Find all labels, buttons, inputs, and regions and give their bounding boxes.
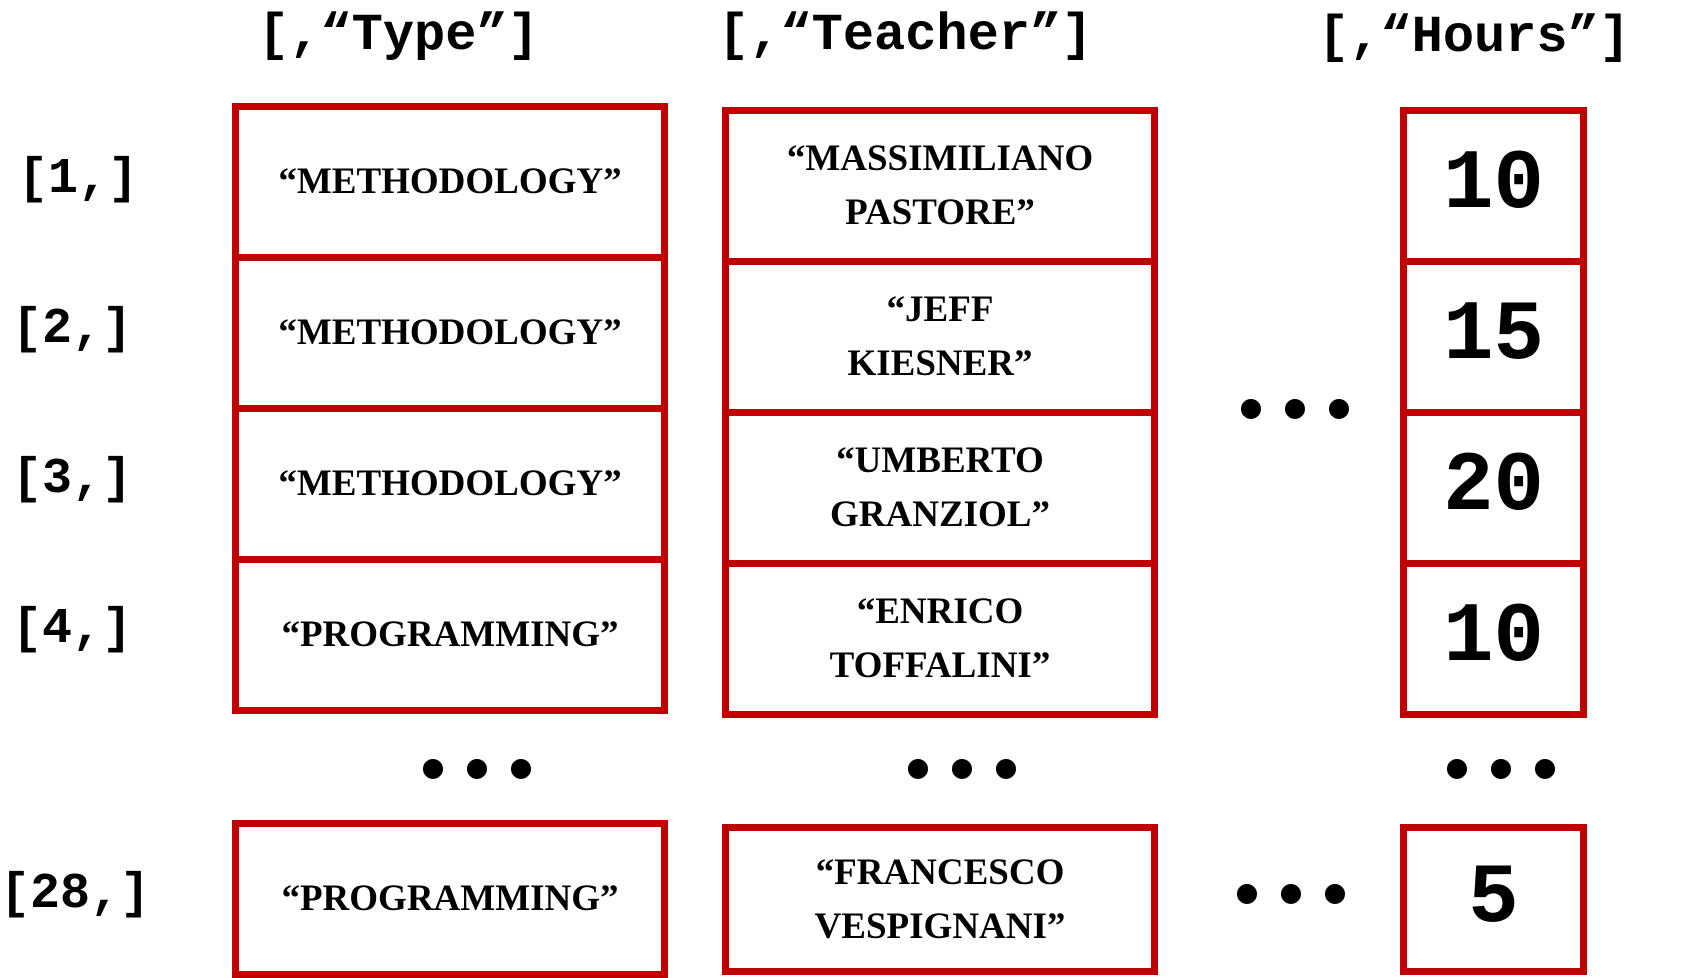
teacher-cell-1: “MASSIMILIANO PASTORE” — [722, 107, 1158, 265]
type-cell-text: “METHODOLOGY” — [278, 160, 622, 202]
column-header-type: [,“Type”] — [258, 6, 539, 65]
type-cell-text: “PROGRAMMING” — [281, 613, 619, 655]
teacher-cell-3: “UMBERTO GRANZIOL” — [722, 409, 1158, 567]
hours-cell-value: 10 — [1443, 591, 1544, 686]
type-cell-4: “PROGRAMMING” — [232, 556, 668, 714]
hours-cell-1: 10 — [1400, 107, 1587, 265]
hours-cell-3: 20 — [1400, 409, 1587, 567]
hours-cell-4: 10 — [1400, 560, 1587, 718]
type-cell-text: “PROGRAMMING” — [281, 877, 619, 919]
teacher-cell-text: “ENRICO TOFFALINI” — [829, 591, 1051, 686]
teacher-cell-text: “MASSIMILIANO PASTORE” — [786, 138, 1094, 233]
type-cell-text: “METHODOLOGY” — [278, 462, 622, 504]
row-label-2: [2,] — [12, 301, 133, 358]
ellipsis-middle-columns-last-row: ••• — [1226, 860, 1359, 939]
row-label-4: [4,] — [12, 601, 133, 658]
hours-cell-value: 5 — [1468, 851, 1519, 947]
ellipsis-teacher-column: ••• — [897, 735, 1030, 814]
column-header-teacher: [,“Teacher”] — [718, 6, 1093, 65]
teacher-cell-text: “FRANCESCO VESPIGNANI” — [814, 851, 1066, 947]
teacher-cell-28: “FRANCESCO VESPIGNANI” — [722, 824, 1158, 975]
hours-cell-value: 15 — [1443, 289, 1544, 384]
type-cell-3: “METHODOLOGY” — [232, 405, 668, 563]
row-label-3: [3,] — [12, 451, 133, 508]
type-cell-text: “METHODOLOGY” — [278, 311, 622, 353]
row-label-1: [1,] — [18, 151, 139, 208]
teacher-cell-2: “JEFF KIESNER” — [722, 258, 1158, 416]
ellipsis-middle-columns: ••• — [1230, 375, 1363, 454]
teacher-cell-text: “UMBERTO GRANZIOL” — [830, 440, 1050, 535]
column-header-hours: [,“Hours”] — [1318, 8, 1631, 67]
type-cell-2: “METHODOLOGY” — [232, 254, 668, 412]
ellipsis-hours-column: ••• — [1436, 735, 1569, 814]
hours-cell-value: 20 — [1443, 440, 1544, 535]
row-label-28: [28,] — [0, 866, 151, 923]
teacher-cell-text: “JEFF KIESNER” — [847, 289, 1033, 384]
hours-cell-2: 15 — [1400, 258, 1587, 416]
hours-cell-28: 5 — [1400, 824, 1587, 975]
type-cell-28: “PROGRAMMING” — [232, 820, 668, 978]
type-cell-1: “METHODOLOGY” — [232, 103, 668, 261]
ellipsis-type-column: ••• — [412, 735, 545, 814]
hours-cell-value: 10 — [1443, 138, 1544, 233]
teacher-cell-4: “ENRICO TOFFALINI” — [722, 560, 1158, 718]
